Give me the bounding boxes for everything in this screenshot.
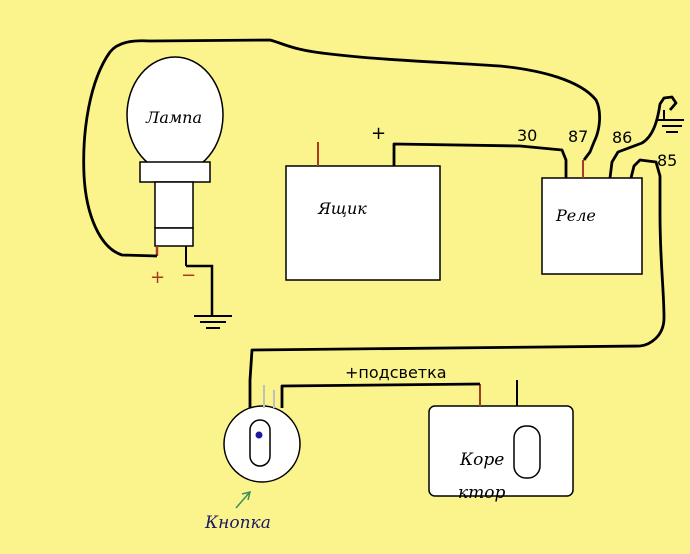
relay: Реле 30 87 86 85 — [517, 126, 677, 275]
button-arrow-line — [235, 492, 250, 509]
wire-button-to-korrector — [280, 382, 481, 408]
relay-ground — [658, 110, 684, 133]
wire-lamp-to-relay-87 — [82, 38, 601, 258]
button-arrow-head — [241, 490, 252, 501]
korrector-label-2: ктор — [458, 483, 506, 503]
lamp-ground — [186, 264, 232, 329]
korrector-window — [513, 425, 541, 479]
wire-relay-86-to-ground — [608, 95, 678, 179]
lamp-collar — [139, 161, 211, 183]
relay-rect — [541, 177, 643, 275]
wires — [82, 38, 678, 408]
wire-box-to-relay-30 — [392, 142, 568, 178]
box-rect — [285, 165, 441, 281]
relay-label: Реле — [555, 206, 596, 225]
pin-30-label: 30 — [517, 126, 537, 145]
box-plus-label: + — [371, 123, 386, 144]
lamp: Лампа + − — [126, 56, 224, 288]
wire-to-button — [248, 344, 641, 408]
button-key — [249, 419, 271, 467]
backlight-label: +подсветка — [345, 363, 447, 382]
korrector: Коре ктор — [428, 380, 574, 503]
button: Кнопка — [204, 385, 301, 533]
lamp-socket — [154, 227, 194, 247]
button-dot — [255, 431, 263, 439]
pin-86-label: 86 — [612, 128, 632, 147]
pin-87-label: 87 — [568, 127, 588, 146]
lamp-plus-label: + — [150, 267, 165, 288]
button-label: Кнопка — [204, 513, 271, 533]
pin-85-label: 85 — [657, 151, 677, 170]
box: Ящик + — [285, 123, 441, 281]
lamp-base — [154, 181, 194, 229]
lamp-minus-label: − — [181, 265, 196, 286]
box-label: Ящик — [317, 199, 367, 218]
wire-relay-85 — [629, 158, 666, 348]
lamp-label: Лампа — [145, 108, 202, 127]
korrector-label-1: Коре — [459, 450, 504, 470]
